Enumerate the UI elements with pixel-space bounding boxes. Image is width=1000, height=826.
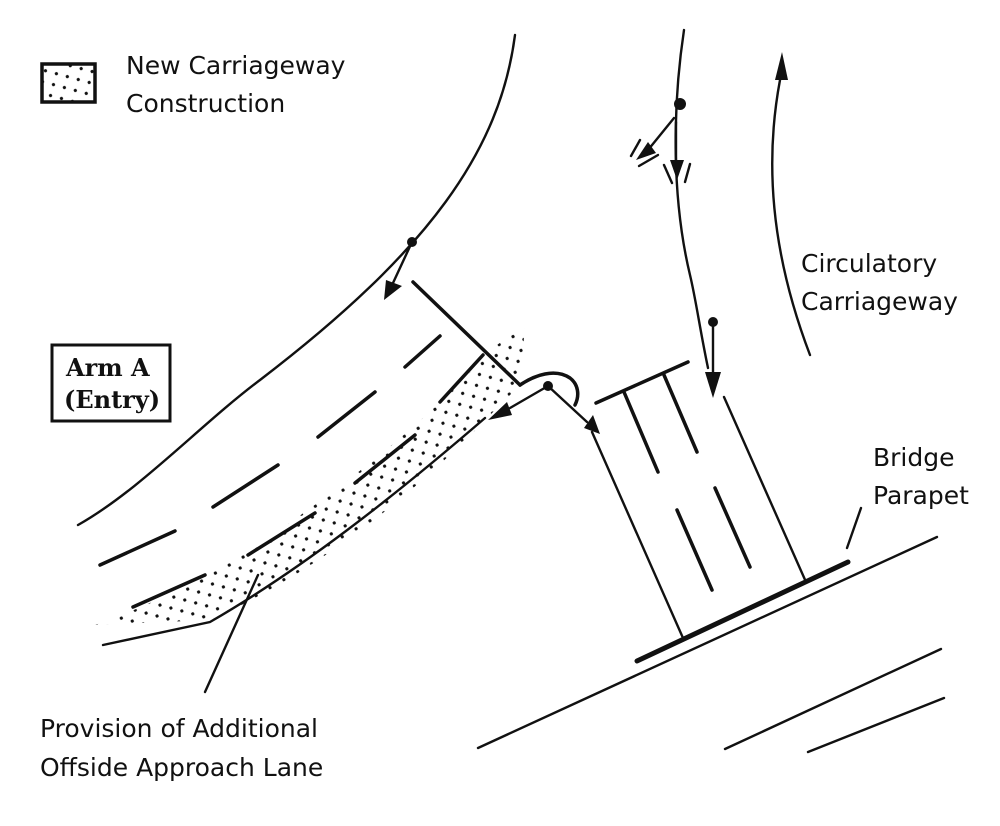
entry-arm-inner-edge [101, 416, 487, 647]
lane-marking [246, 511, 317, 557]
lane-marking [98, 529, 177, 567]
legend-line-1: New Carriageway [126, 51, 346, 80]
exit-arrow-shaft-right [546, 384, 589, 424]
circulatory-label-line-2: Carriageway [801, 287, 958, 316]
arrow-origin-dot [407, 237, 417, 247]
provision-label: Provision of Additional Offside Approach… [40, 573, 323, 782]
lower-road-line [723, 647, 943, 751]
lane-marking [438, 353, 485, 404]
new-carriageway-area [95, 325, 525, 625]
turn-hatch [683, 162, 692, 184]
split-arrow-down-head [670, 160, 684, 180]
bridge-leader-line [845, 506, 863, 550]
bridge-parapet-line [634, 559, 851, 664]
exit-arm-bridge: Bridge Parapet [476, 317, 969, 754]
dotted-hatch-swatch [40, 62, 97, 104]
exit-down-arrow-head [705, 372, 721, 398]
provision-leader-line [203, 573, 260, 694]
lower-road-line [806, 696, 946, 754]
legend: New Carriageway Construction [40, 51, 346, 118]
exit-lane-marking [622, 390, 660, 474]
legend-line-2: Construction [126, 89, 285, 118]
entry-arm-roads [76, 33, 600, 647]
give-way-line [411, 280, 522, 387]
turn-hatch [629, 138, 642, 158]
exit-lane-marking [675, 508, 714, 592]
exit-arrow-shaft [508, 384, 550, 410]
exit-lane-marking [713, 486, 752, 569]
exit-right-edge [722, 395, 808, 584]
bridge-label-line-1: Bridge [873, 443, 955, 472]
lane-marking [131, 573, 207, 609]
arm-a-subtitle: (Entry) [64, 385, 160, 414]
circulatory-label-line-1: Circulatory [801, 249, 937, 278]
arm-a-title: Arm A [65, 353, 150, 382]
circulatory-arrow-head [775, 52, 788, 80]
entry-arrow-head [384, 280, 402, 300]
lane-marking [211, 463, 280, 509]
circulatory-carriageway: Circulatory Carriageway [629, 28, 958, 370]
exit-left-edge [590, 430, 685, 640]
provision-label-line-2: Offside Approach Lane [40, 753, 323, 782]
turn-hatch [637, 153, 660, 168]
entry-arm-outer-curve [76, 33, 517, 527]
turn-hatch [662, 163, 674, 185]
circulatory-inner-curve [674, 28, 710, 370]
provision-label-line-1: Provision of Additional [40, 714, 318, 743]
bridge-label-line-2: Parapet [873, 481, 969, 510]
lane-marking [403, 334, 442, 369]
arrow-origin-dot [674, 98, 686, 110]
lane-marking [353, 433, 417, 485]
exit-arrow-right-head [584, 415, 600, 434]
entry-arrow-shaft [391, 240, 414, 285]
exit-lane-marking [662, 373, 699, 454]
arrow-origin-dot [708, 317, 718, 327]
split-arrow-left-head [636, 142, 656, 160]
exit-give-way-line [594, 360, 690, 405]
arm-a-box [50, 343, 172, 423]
split-arrow-shaft [646, 116, 676, 152]
kerb-hook [518, 371, 580, 407]
arm-a-label: Arm A (Entry) [50, 343, 172, 423]
exit-arrow-left-head [488, 402, 512, 420]
road-edge-line [476, 535, 939, 750]
circulatory-outer-curve [771, 78, 812, 357]
lane-marking [316, 390, 377, 439]
